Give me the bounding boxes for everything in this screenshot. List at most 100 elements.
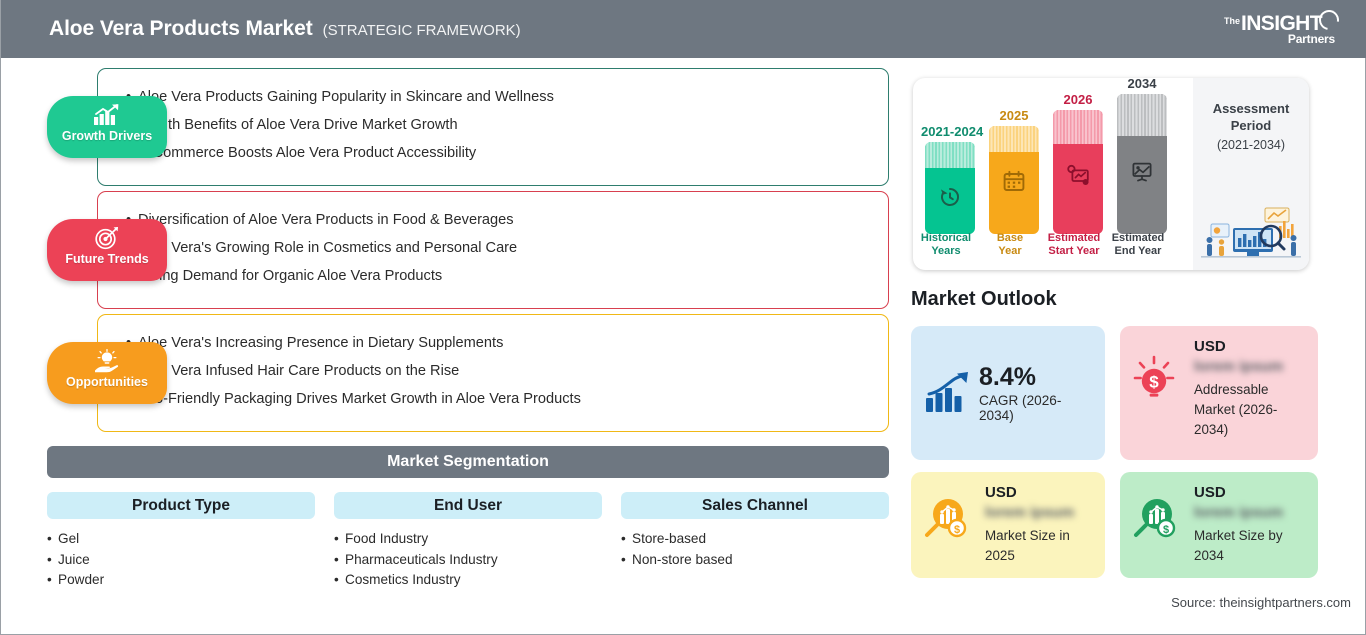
forecast-monitor-icon xyxy=(1067,164,1089,185)
badge-label: Opportunities xyxy=(66,375,148,389)
caption-line-1: Estimated xyxy=(1047,232,1101,244)
column-items: Store-based Non-store based xyxy=(621,529,889,570)
caption-line-2: End Year xyxy=(1114,245,1162,257)
opportunities-badge[interactable]: Opportunities xyxy=(47,342,167,404)
opportunities-list: Aloe Vera's Increasing Presence in Dieta… xyxy=(98,315,888,427)
growth-bar-arrow-icon xyxy=(926,372,968,412)
presentation-chart-icon xyxy=(1132,162,1152,182)
bar-year-label: 2034 xyxy=(1127,76,1157,91)
framework-row-growth-drivers: Aloe Vera Products Gaining Popularity in… xyxy=(47,68,889,186)
list-item: Store-based xyxy=(621,529,889,550)
card-row-top: 8.4% CAGR (2026-2034) $ xyxy=(911,326,1323,460)
list-item: Cosmetics Industry xyxy=(334,570,602,591)
bar-stripe xyxy=(925,142,975,168)
assessment-bar-estimated-end: 2034 Estimated End Year xyxy=(1111,76,1171,257)
list-item: Aloe Vera Infused Hair Care Products on … xyxy=(126,357,888,385)
card-body: USD lorem ipsum Market Size in 2025 xyxy=(985,484,1095,566)
logo-insight-text: INSIGHT xyxy=(1241,12,1323,35)
list-item: E-Commerce Boosts Aloe Vera Product Acce… xyxy=(126,139,888,167)
assessment-period-card: 2021-2024 Historical Years xyxy=(913,76,1309,270)
market-size-2034-card[interactable]: $ USD lorem ipsum Market Size by 2034 xyxy=(1120,472,1318,578)
bar-column xyxy=(989,126,1039,234)
list-item: Gel xyxy=(47,529,315,550)
card-label: Market Size in 2025 xyxy=(985,528,1070,563)
framework-row-future-trends: Diversification of Aloe Vera Products in… xyxy=(47,191,889,309)
assessment-bar-historical: 2021-2024 Historical Years xyxy=(921,124,983,257)
magnifier-chart-dollar-icon: $ xyxy=(1134,499,1176,538)
caption-line-2: Year xyxy=(998,245,1022,257)
assessment-title: Assessment Period xyxy=(1193,100,1309,134)
growth-drivers-box: Aloe Vera Products Gaining Popularity in… xyxy=(97,68,889,186)
future-trends-list: Diversification of Aloe Vera Products in… xyxy=(98,192,888,304)
analytics-dashboard-illustration xyxy=(1201,207,1301,258)
cagr-label: CAGR (2026-2034) xyxy=(979,393,1062,423)
badge-label: Future Trends xyxy=(65,252,149,266)
segmentation-column-end-user: End User Food Industry Pharmaceuticals I… xyxy=(334,492,602,591)
market-outlook-title: Market Outlook xyxy=(911,288,1057,310)
list-item: Non-store based xyxy=(621,550,889,571)
bar-year-label: 2026 xyxy=(1063,92,1093,107)
svg-text:$: $ xyxy=(1163,524,1169,536)
list-item: Aloe Vera's Growing Role in Cosmetics an… xyxy=(126,234,888,262)
right-column: 2021-2024 Historical Years xyxy=(901,58,1366,635)
target-dart-icon xyxy=(95,227,118,250)
segmentation-column-product-type: Product Type Gel Juice Powder xyxy=(47,492,315,591)
logo-the-text: The xyxy=(1223,16,1240,26)
redacted-amount: lorem ipsum xyxy=(1194,358,1284,375)
list-item: Aloe Vera Products Gaining Popularity in… xyxy=(126,83,888,111)
list-item: Rising Demand for Organic Aloe Vera Prod… xyxy=(126,262,888,290)
clock-history-icon xyxy=(941,188,959,206)
growth-drivers-badge[interactable]: Growth Drivers xyxy=(47,96,167,158)
bar-stripe xyxy=(1053,110,1103,144)
logo-partners-text: Partners xyxy=(1287,32,1335,46)
column-header: End User xyxy=(334,492,602,519)
caption-line-1: Historical xyxy=(920,232,972,244)
cagr-card[interactable]: 8.4% CAGR (2026-2034) xyxy=(911,326,1105,460)
market-size-2025-card[interactable]: $ USD lorem ipsum Market Size in 2025 xyxy=(911,472,1105,578)
caption-line-2: Years xyxy=(931,245,961,257)
addressable-market-card[interactable]: $ USD lorem ipsum Addressable Market (20… xyxy=(1120,326,1318,460)
caption-line-1: Base xyxy=(996,232,1024,244)
svg-text:$: $ xyxy=(954,524,960,536)
column-items: Gel Juice Powder xyxy=(47,529,315,591)
page-title: Aloe Vera Products Market xyxy=(49,17,313,40)
magnifier-chart-dollar-icon: $ xyxy=(925,499,967,538)
redacted-amount: lorem ipsum xyxy=(1194,504,1284,521)
bar-stripe xyxy=(989,126,1039,152)
bar-stripe xyxy=(1117,94,1167,136)
assessment-title-line-1: Assessment xyxy=(1212,101,1290,116)
bar-caption: Historical Years xyxy=(915,232,977,258)
assessment-period-panel: Assessment Period (2021-2034) xyxy=(1193,78,1309,270)
assessment-title-line-2: Period xyxy=(1230,118,1272,133)
bar-column xyxy=(1053,110,1103,234)
segmentation-columns: Product Type Gel Juice Powder End User F… xyxy=(47,492,889,591)
assessment-bars: 2021-2024 Historical Years xyxy=(913,76,1193,270)
column-header: Sales Channel xyxy=(621,492,889,519)
source-attribution: Source: theinsightpartners.com xyxy=(1171,595,1351,610)
bar-chart-arrow-icon xyxy=(94,104,119,125)
card-body: USD lorem ipsum Market Size by 2034 xyxy=(1194,484,1308,566)
column-items: Food Industry Pharmaceuticals Industry C… xyxy=(334,529,602,591)
list-item: Diversification of Aloe Vera Products in… xyxy=(126,206,888,234)
list-item: Juice xyxy=(47,550,315,571)
left-column: Aloe Vera Products Gaining Popularity in… xyxy=(1,58,901,635)
bar-caption: Estimated Start Year xyxy=(1043,232,1105,258)
calendar-icon xyxy=(1003,170,1025,191)
page-subtitle: (STRATEGIC FRAMEWORK) xyxy=(322,22,521,39)
caption-line-1: Estimated xyxy=(1111,232,1165,244)
assessment-range: (2021-2034) xyxy=(1216,138,1286,152)
currency-label: USD xyxy=(1194,484,1226,501)
future-trends-box: Diversification of Aloe Vera Products in… xyxy=(97,191,889,309)
card-label: Addressable Market (2026-2034) xyxy=(1194,382,1278,437)
cagr-text-block: 8.4% CAGR (2026-2034) xyxy=(979,363,1095,423)
segmentation-title: Market Segmentation xyxy=(47,446,889,478)
list-item: Eco-Friendly Packaging Drives Market Gro… xyxy=(126,385,888,413)
segmentation-column-sales-channel: Sales Channel Store-based Non-store base… xyxy=(621,492,889,591)
card-body: USD lorem ipsum Addressable Market (2026… xyxy=(1194,338,1308,440)
bar-column xyxy=(925,142,975,234)
card-row-bottom: $ USD lorem ipsum Market Size in 2025 xyxy=(911,472,1323,578)
list-item: Food Industry xyxy=(334,529,602,550)
future-trends-badge[interactable]: Future Trends xyxy=(47,219,167,281)
assessment-bar-estimated-start: 2026 Estimated Start Year xyxy=(1048,92,1107,257)
